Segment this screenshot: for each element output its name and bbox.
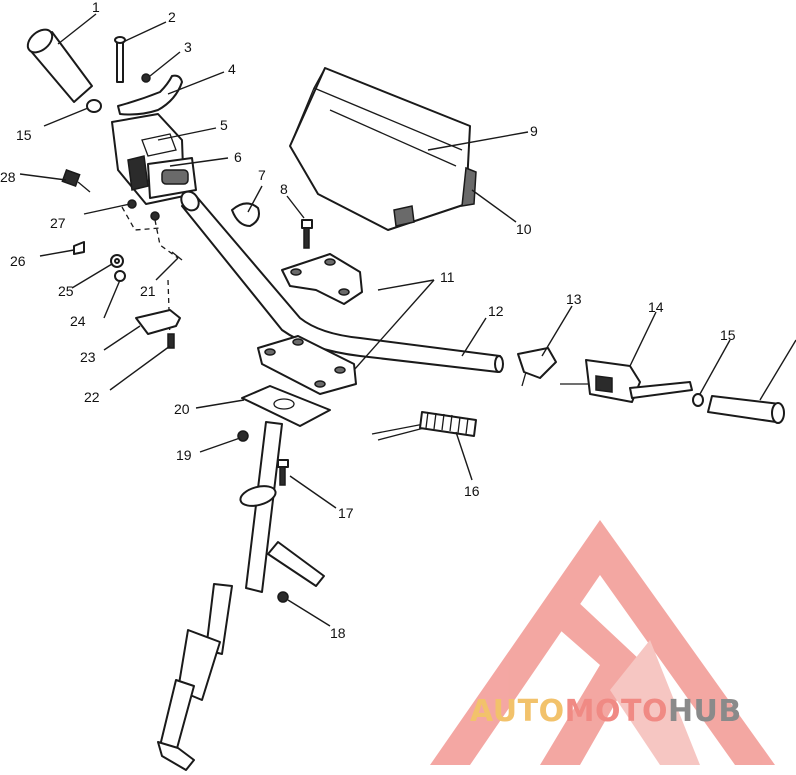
right-end-plug <box>692 393 704 407</box>
callout-11: 11 <box>440 269 455 285</box>
bolt-22 <box>167 333 175 349</box>
callout-7: 7 <box>258 167 266 183</box>
bolt-17 <box>277 459 289 486</box>
upper-clamp <box>281 253 363 305</box>
callout-24: 24 <box>70 313 86 329</box>
bolt-8 <box>301 219 313 249</box>
callout-4: 4 <box>228 61 236 77</box>
lower-clamp <box>257 335 357 395</box>
callout-25: 25 <box>58 283 74 299</box>
callout-18: 18 <box>330 625 346 641</box>
callout-20: 20 <box>174 401 190 417</box>
logo-text-moto: MOTO <box>564 694 668 729</box>
watermark-logo-mark <box>430 520 775 765</box>
washer-25-hole <box>114 258 120 264</box>
left-grip <box>26 28 93 103</box>
callout-26: 26 <box>10 253 26 269</box>
watermark-logo-text: AUTOMOTOHUB <box>470 694 742 729</box>
screw-clamp <box>61 169 91 193</box>
callout-15-right: 15 <box>720 327 736 343</box>
leader-lines <box>19 13 796 627</box>
callout-28: 28 <box>0 169 16 185</box>
nut-18 <box>277 591 289 603</box>
nut-near-housing <box>150 211 160 221</box>
callout-17: 17 <box>338 505 354 521</box>
callout-12: 12 <box>488 303 504 319</box>
master-cylinder <box>560 359 693 403</box>
dash-panel <box>289 67 477 231</box>
steering-arm <box>267 541 325 587</box>
callout-19: 19 <box>176 447 192 463</box>
callout-27: 27 <box>50 215 66 231</box>
callout-6: 6 <box>234 149 242 165</box>
right-grip <box>707 395 785 424</box>
callout-9: 9 <box>530 123 538 139</box>
small-nut <box>141 73 151 83</box>
callout-labels: 1 2 3 4 15 5 6 28 7 8 27 26 9 10 11 25 2… <box>0 0 736 641</box>
callout-10: 10 <box>516 221 532 237</box>
callout-13: 13 <box>566 291 582 307</box>
callout-22: 22 <box>84 389 100 405</box>
throttle-housing <box>111 113 197 205</box>
wire-clip <box>231 202 260 227</box>
cotter-pin-21 <box>171 251 183 261</box>
callout-21: 21 <box>140 283 156 299</box>
logo-text-auto: AUTO <box>470 694 565 729</box>
callout-2: 2 <box>168 9 176 25</box>
lock-washer-24 <box>114 270 126 282</box>
bracket-line-21b <box>154 219 179 259</box>
callout-3: 3 <box>184 39 192 55</box>
callout-16: 16 <box>464 483 480 499</box>
coiled-wire <box>371 411 477 441</box>
logo-text-hub: HUB <box>667 694 742 729</box>
cap-26 <box>73 241 85 255</box>
brake-lever-bracket <box>517 347 557 387</box>
callout-15-left: 15 <box>16 127 32 143</box>
callout-5: 5 <box>220 117 228 133</box>
steering-post <box>157 421 283 771</box>
callout-23: 23 <box>80 349 96 365</box>
left-end-plug <box>86 99 102 113</box>
mounting-plate <box>241 385 331 427</box>
throttle-lever <box>117 74 183 116</box>
callout-14: 14 <box>648 299 664 315</box>
pin <box>114 36 126 83</box>
nut-19 <box>237 430 249 442</box>
callout-8: 8 <box>280 181 288 197</box>
plate <box>135 309 181 335</box>
callout-1: 1 <box>92 0 100 15</box>
